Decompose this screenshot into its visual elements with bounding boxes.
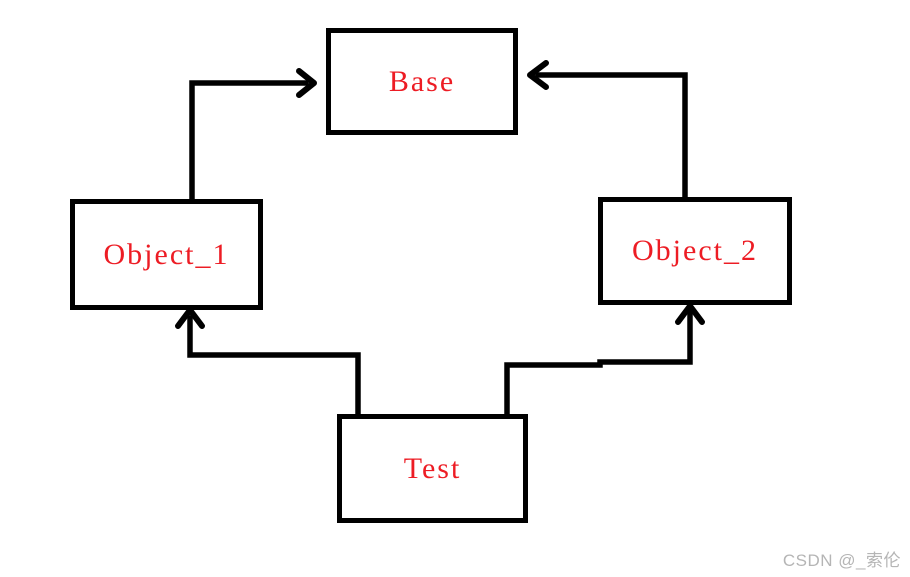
node-base: Base: [326, 28, 518, 135]
arrow-object2-to-base: [527, 60, 688, 202]
arrowhead-up-icon: [175, 307, 205, 329]
arrowhead-right-icon: [296, 68, 317, 98]
arrow-test-to-object1-line: [187, 315, 361, 419]
node-base-label: Base: [388, 64, 456, 98]
arrow-test-to-object2-line: [504, 310, 693, 419]
arrow-object1-to-base: [189, 68, 317, 204]
node-object-2-label: Object_2: [632, 234, 758, 267]
node-object-1: Object_1: [70, 199, 263, 310]
watermark: CSDN @_索伦: [782, 551, 901, 570]
arrow-object2-to-base-line: [535, 72, 688, 202]
arrowhead-left-icon: [527, 60, 549, 90]
arrowhead-up-icon: [675, 303, 705, 325]
node-test-label: Test: [403, 451, 462, 485]
arrow-object1-to-base-line: [189, 80, 309, 204]
arrow-test-to-object1: [175, 307, 361, 419]
node-object-2: Object_2: [598, 197, 792, 305]
node-test: Test: [337, 414, 528, 523]
arrow-test-to-object2: [504, 303, 705, 419]
node-object-1-label: Object_1: [103, 237, 230, 271]
